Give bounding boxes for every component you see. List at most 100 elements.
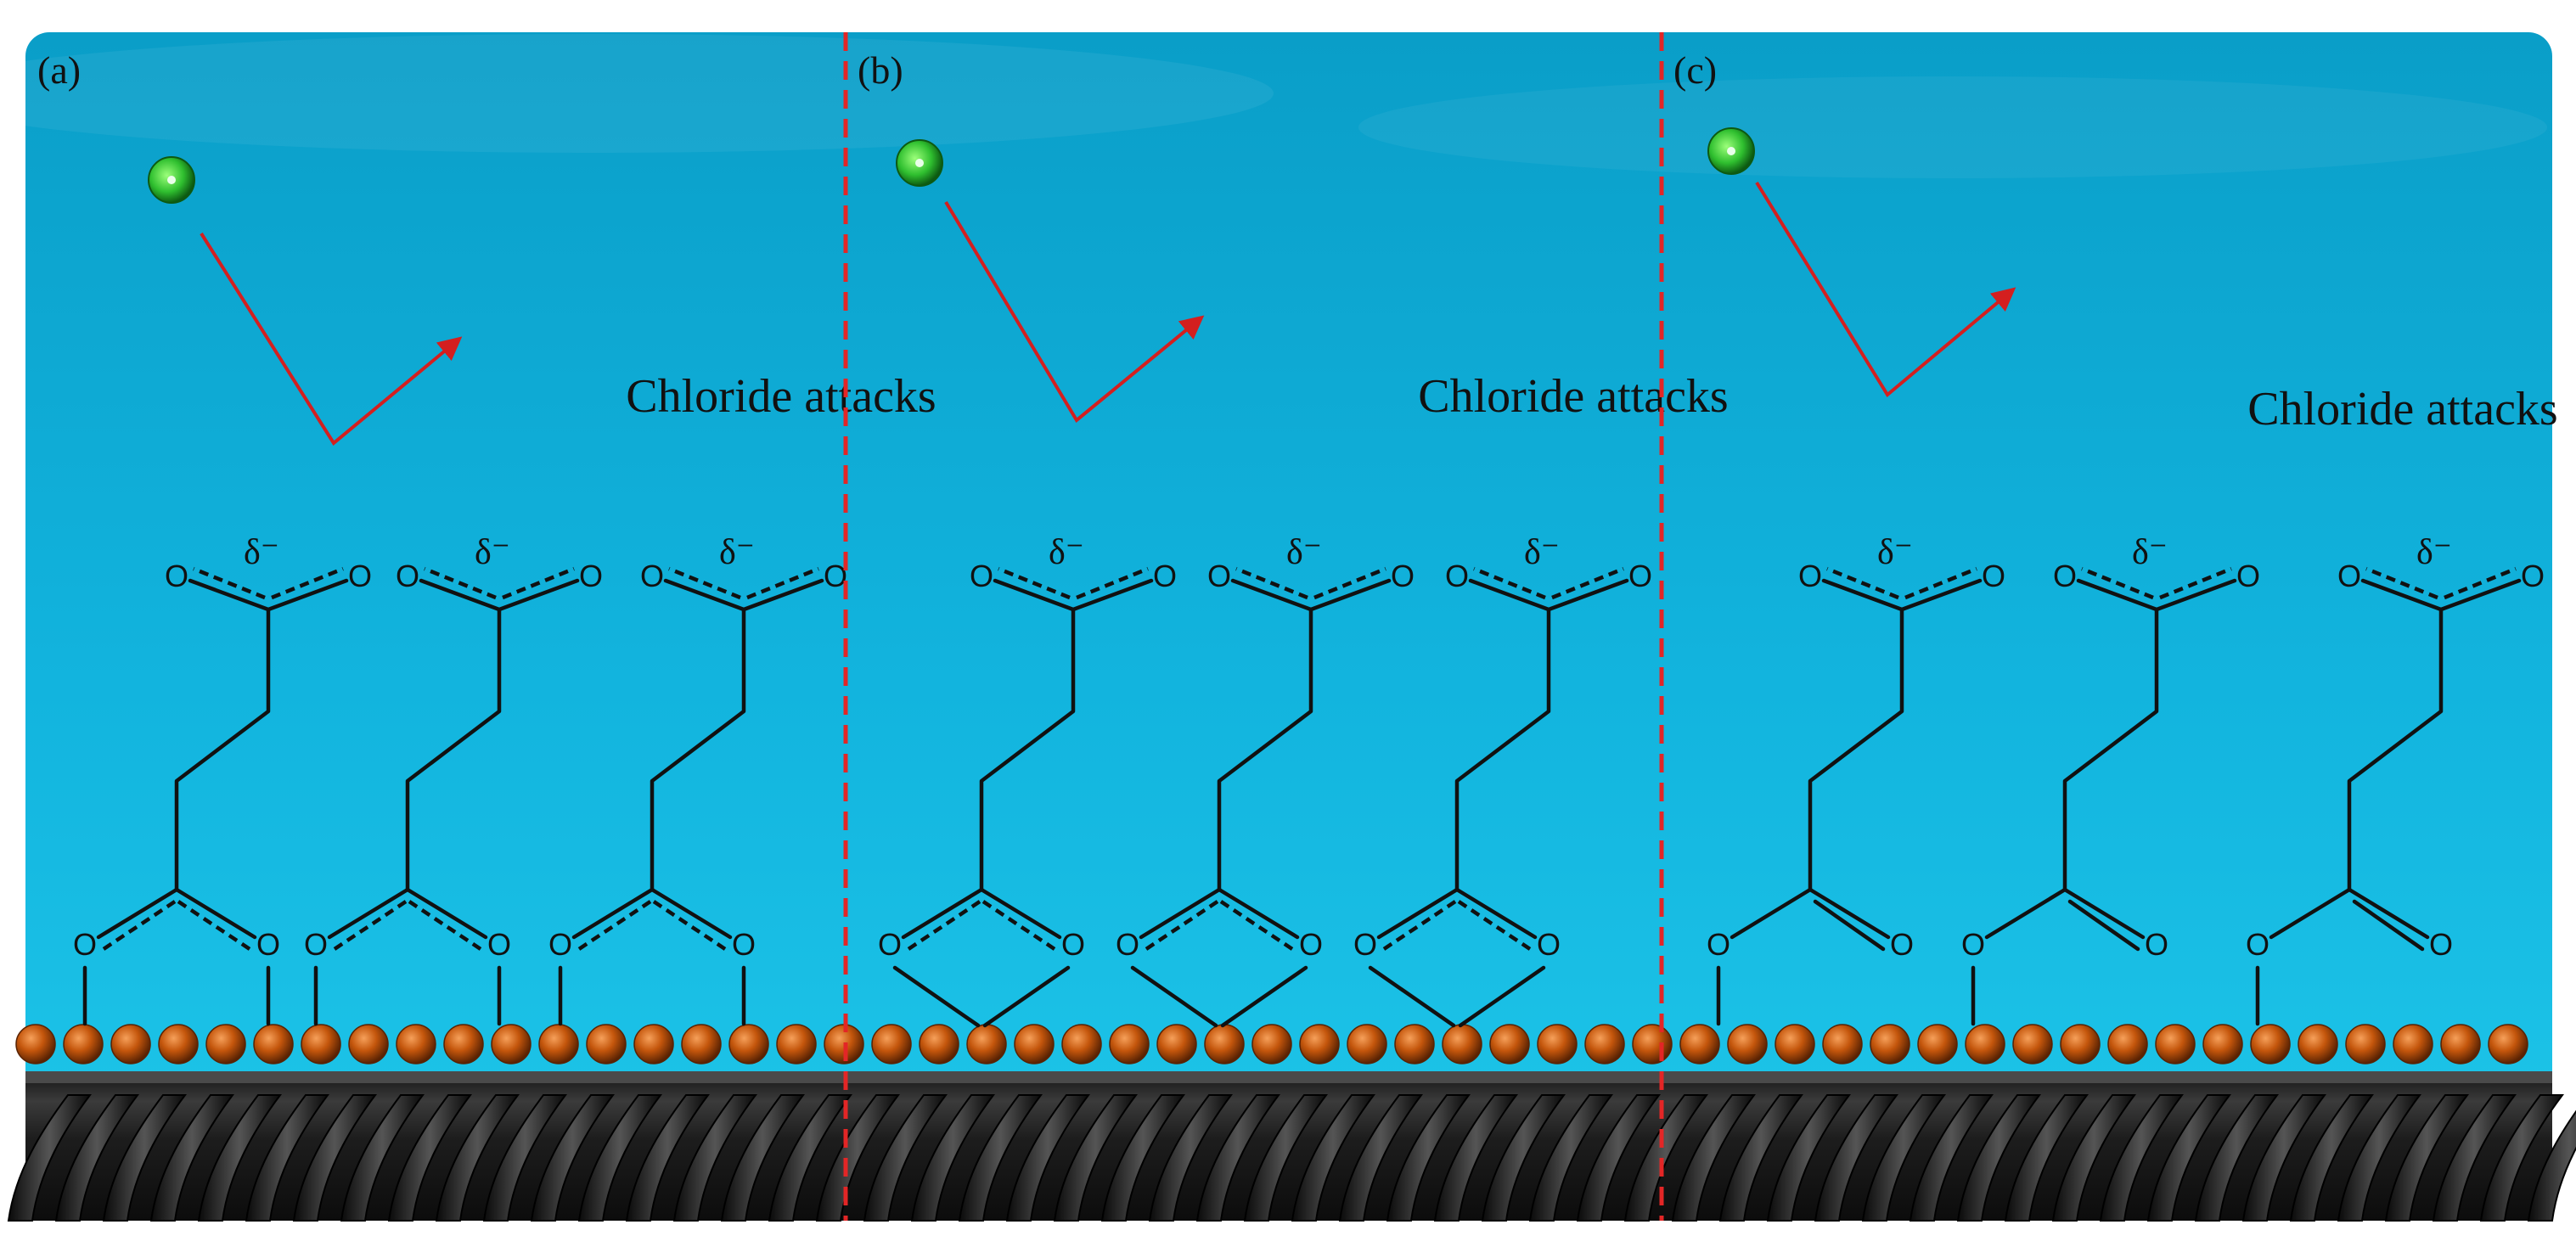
oxygen-atom: O bbox=[824, 559, 847, 593]
rebar-rib bbox=[340, 1094, 425, 1222]
oxygen-atom: O bbox=[2246, 927, 2269, 962]
rebar-rib bbox=[1053, 1094, 1138, 1222]
partial-charge-label: δ⁻ bbox=[2132, 533, 2168, 572]
metal-atom bbox=[1489, 1024, 1530, 1064]
rebar-rib bbox=[54, 1094, 139, 1222]
rebar-rib bbox=[1528, 1094, 1613, 1222]
metal-atom bbox=[681, 1024, 722, 1064]
metal-atom bbox=[1061, 1024, 1102, 1064]
oxygen-atom: O bbox=[1961, 927, 1985, 962]
oxygen-atom: O bbox=[2337, 559, 2361, 593]
rebar-rib bbox=[910, 1094, 995, 1222]
caption-chloride-attacks: Chloride attacks bbox=[2247, 383, 2557, 435]
metal-atom bbox=[1204, 1024, 1245, 1064]
oxygen-atom: O bbox=[2521, 559, 2545, 593]
oxygen-atom: O bbox=[2236, 559, 2260, 593]
chloride-ion-icon bbox=[148, 156, 195, 204]
metal-atom bbox=[633, 1024, 674, 1064]
metal-atom bbox=[15, 1024, 56, 1064]
metal-atom bbox=[2012, 1024, 2053, 1064]
metal-atom bbox=[2107, 1024, 2148, 1064]
rebar-rib bbox=[1956, 1094, 2041, 1222]
metal-atom bbox=[538, 1024, 579, 1064]
oxygen-atom: O bbox=[2145, 927, 2168, 962]
rebar-rib bbox=[2241, 1094, 2326, 1222]
water-background bbox=[25, 32, 2552, 1221]
oxygen-atom: O bbox=[970, 559, 993, 593]
metal-atom bbox=[443, 1024, 484, 1064]
chloride-ion-icon bbox=[896, 139, 943, 187]
oxygen-atom: O bbox=[1061, 927, 1085, 962]
partial-charge-label: δ⁻ bbox=[1286, 533, 1322, 572]
caption-chloride-attacks: Chloride attacks bbox=[1418, 370, 1728, 423]
oxygen-atom: O bbox=[640, 559, 664, 593]
metal-atom-layer bbox=[15, 1024, 2528, 1064]
rebar-rib bbox=[958, 1094, 1043, 1222]
rebar-rib bbox=[2527, 1109, 2576, 1222]
partial-charge-label: δ⁻ bbox=[475, 533, 510, 572]
oxygen-atom: O bbox=[396, 559, 419, 593]
metal-atom bbox=[1347, 1024, 1387, 1064]
oxygen-atom: O bbox=[548, 927, 572, 962]
rebar-rib bbox=[387, 1094, 472, 1222]
metal-atom bbox=[1822, 1024, 1863, 1064]
rebar-rib bbox=[1576, 1094, 1661, 1222]
metal-atom bbox=[2440, 1024, 2481, 1064]
partial-charge-label: δ⁻ bbox=[1524, 533, 1560, 572]
chloride-ion-icon bbox=[1707, 127, 1755, 175]
oxygen-atom: O bbox=[304, 927, 328, 962]
metal-atom bbox=[253, 1024, 294, 1064]
metal-atom bbox=[491, 1024, 532, 1064]
oxygen-atom: O bbox=[1353, 927, 1377, 962]
metal-atom bbox=[2488, 1024, 2528, 1064]
metal-atom bbox=[966, 1024, 1007, 1064]
metal-atom bbox=[871, 1024, 912, 1064]
metal-atom bbox=[110, 1024, 151, 1064]
oxygen-atom: O bbox=[73, 927, 97, 962]
rebar-rib bbox=[1909, 1094, 1994, 1222]
rebar-rib bbox=[768, 1094, 852, 1222]
rebar-rib bbox=[2051, 1094, 2136, 1222]
metal-atom bbox=[1156, 1024, 1197, 1064]
caption-chloride-attacks: Chloride attacks bbox=[626, 370, 936, 423]
metal-atom bbox=[1394, 1024, 1435, 1064]
rebar-rib bbox=[2337, 1094, 2421, 1222]
oxygen-atom: O bbox=[1391, 559, 1415, 593]
metal-atom bbox=[2250, 1024, 2291, 1064]
partial-charge-label: δ⁻ bbox=[719, 533, 755, 572]
metal-atom bbox=[1299, 1024, 1340, 1064]
rebar-rib bbox=[815, 1094, 900, 1222]
rebar-rib bbox=[1386, 1094, 1471, 1222]
rebar-rib bbox=[102, 1094, 187, 1222]
rebar-rib bbox=[1814, 1094, 1898, 1222]
rebar-rib bbox=[1243, 1094, 1328, 1222]
rebar-rib bbox=[1718, 1094, 1803, 1222]
bounce-arrow-icon bbox=[1755, 181, 2016, 398]
metal-atom bbox=[2298, 1024, 2338, 1064]
rebar-rib bbox=[435, 1094, 520, 1222]
metal-atom bbox=[396, 1024, 436, 1064]
metal-atom bbox=[1014, 1024, 1055, 1064]
panel-letter: (b) bbox=[858, 48, 903, 92]
metal-atom bbox=[2393, 1024, 2433, 1064]
rebar-rib bbox=[2289, 1094, 2374, 1222]
metal-atom bbox=[1632, 1024, 1673, 1064]
steel-rebar-icon bbox=[7, 1071, 2576, 1222]
metal-atom bbox=[919, 1024, 959, 1064]
rebar-rib bbox=[1005, 1094, 1090, 1222]
metal-atom bbox=[1679, 1024, 1720, 1064]
oxygen-atom: O bbox=[487, 927, 511, 962]
oxygen-atom: O bbox=[1153, 559, 1177, 593]
metal-atom bbox=[158, 1024, 199, 1064]
rebar-rib bbox=[2099, 1094, 2184, 1222]
metal-atom bbox=[1917, 1024, 1958, 1064]
bounce-arrow-icon bbox=[944, 200, 1205, 424]
